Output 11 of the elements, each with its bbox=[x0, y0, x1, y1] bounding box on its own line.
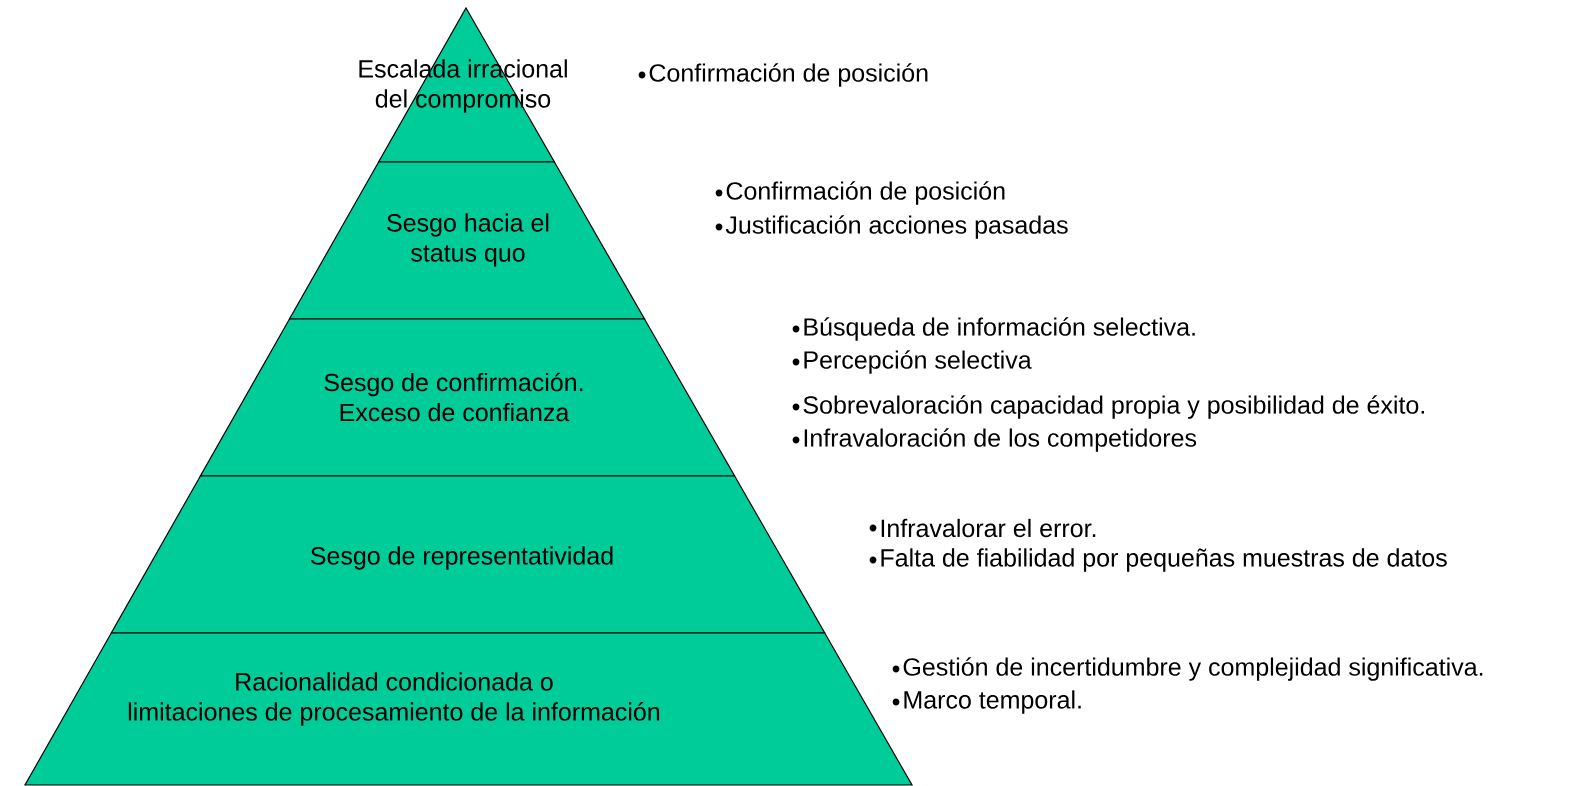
bullet-text: Búsqueda de información selectiva. bbox=[804, 317, 1195, 341]
bullet-text: Falta de fiabilidad por pequeñas muestras de datos bbox=[881, 548, 1447, 572]
bullet-text: Confirmación de posición bbox=[649, 63, 928, 87]
bullet-text: Confirmación de posición bbox=[726, 181, 1005, 205]
bullet-text: Justificación acciones pasadas bbox=[725, 215, 1068, 239]
pyramid-level: Sesgo de representatividad bbox=[110, 475, 826, 634]
bullet-text: Percepción selectiva bbox=[804, 350, 1032, 374]
bullet-text: Infravaloración de los competidores bbox=[804, 428, 1197, 452]
bullet-text: Sobrevaloración capacidad propia y posibilidad de éxito. bbox=[803, 395, 1424, 419]
bullet-text: Infravalorar el error. bbox=[881, 518, 1096, 538]
pyramid-level: Sesgo de confirmación. Exceso de confianza bbox=[199, 318, 736, 477]
